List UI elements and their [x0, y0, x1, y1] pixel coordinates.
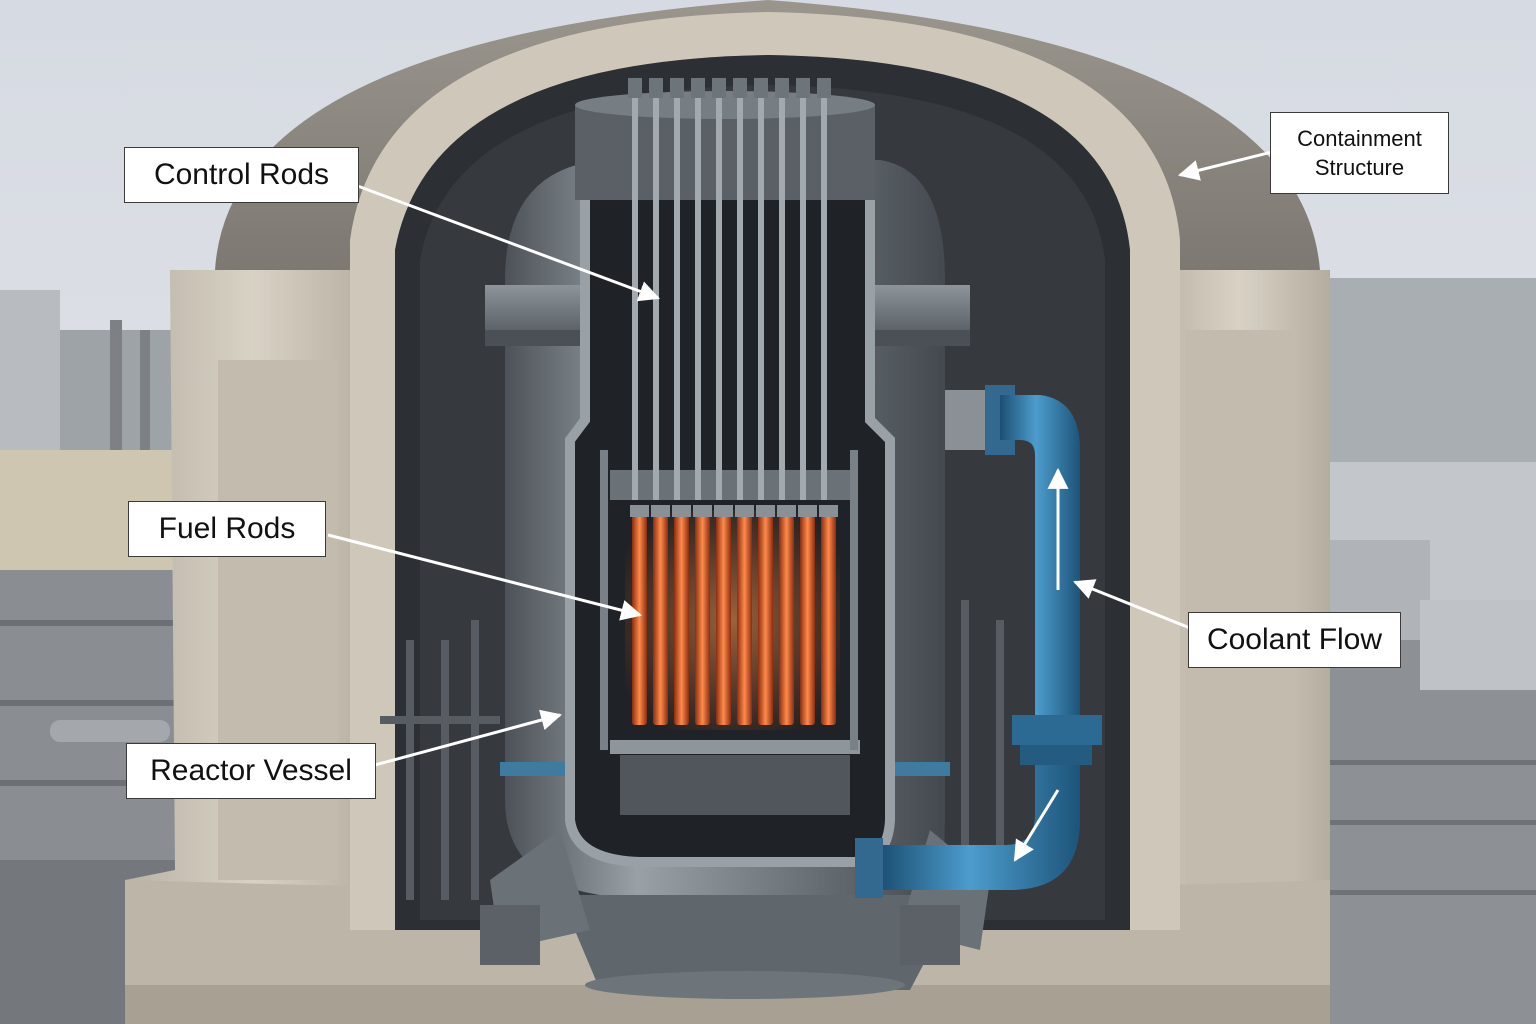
control-rods-label-text: Control Rods — [153, 158, 330, 191]
control-rod — [779, 80, 785, 500]
fuel-rod-cap — [819, 505, 838, 517]
fuel-rod-cap — [693, 505, 712, 517]
control-rod-drive-mechanism — [575, 91, 875, 200]
fuel-rod — [632, 515, 647, 725]
fuel-rods-assembly — [625, 505, 840, 730]
containment-leader — [1177, 150, 1273, 181]
fuel-rod — [821, 515, 836, 725]
control-rod — [695, 80, 701, 500]
coolant-flow-label-text: Coolant Flow — [1206, 623, 1383, 656]
control-rod-head — [628, 78, 642, 98]
control-rod — [716, 80, 722, 500]
fuel-rod-cap — [714, 505, 733, 517]
control-rod-head — [754, 78, 768, 98]
control-rod-head — [796, 78, 810, 98]
containment-label-line1: Containment — [1297, 126, 1422, 151]
fuel-rod — [800, 515, 815, 725]
containment-structure-label: Containment Structure — [1270, 112, 1449, 194]
control-rod — [800, 80, 806, 500]
fuel-rod — [779, 515, 794, 725]
fuel-rods-label: Fuel Rods — [128, 501, 326, 557]
containment-label-line2: Structure — [1314, 155, 1405, 180]
fuel-rod-cap — [630, 505, 649, 517]
background-industrial-right — [1290, 278, 1536, 1024]
reactor-vessel-label: Reactor Vessel — [126, 743, 376, 799]
control-rod — [653, 80, 659, 500]
fuel-rod — [716, 515, 731, 725]
control-rod-head — [649, 78, 663, 98]
containment-arch — [350, 12, 1180, 930]
fuel-rod — [674, 515, 689, 725]
fuel-rod-cap — [756, 505, 775, 517]
fuel-rod-cap — [798, 505, 817, 517]
control-rod-head — [733, 78, 747, 98]
interior-piping — [380, 600, 1004, 900]
annotation-arrows — [327, 150, 1273, 862]
control-rod-head — [775, 78, 789, 98]
fuel-rod — [737, 515, 752, 725]
control-rod — [737, 80, 743, 500]
control-rod — [674, 80, 680, 500]
coolant-flow-label: Coolant Flow — [1188, 612, 1401, 668]
coolant-down-arrow — [1013, 789, 1060, 862]
reactor-vessel-label-text: Reactor Vessel — [150, 754, 352, 787]
fuel-rod — [653, 515, 668, 725]
control-rod — [821, 80, 827, 500]
control-rods-leader — [354, 183, 660, 302]
fuel-rod-cap — [735, 505, 754, 517]
control-rod-head — [670, 78, 684, 98]
control-rod-head — [817, 78, 831, 98]
fuel-rod-cap — [651, 505, 670, 517]
fuel-rods-label-text: Fuel Rods — [158, 512, 296, 545]
control-rod-head — [691, 78, 705, 98]
core-internals — [600, 450, 860, 815]
fuel-rods-leader — [327, 533, 643, 621]
fuel-rod-cap — [672, 505, 691, 517]
reactor-vessel-leader — [374, 709, 563, 767]
control-rod — [758, 80, 764, 500]
control-rod-head — [712, 78, 726, 98]
fuel-rod — [758, 515, 773, 725]
control-rods-label: Control Rods — [124, 147, 359, 203]
fuel-rod-cap — [777, 505, 796, 517]
coolant-flow-leader — [1073, 579, 1191, 630]
fuel-rod — [695, 515, 710, 725]
